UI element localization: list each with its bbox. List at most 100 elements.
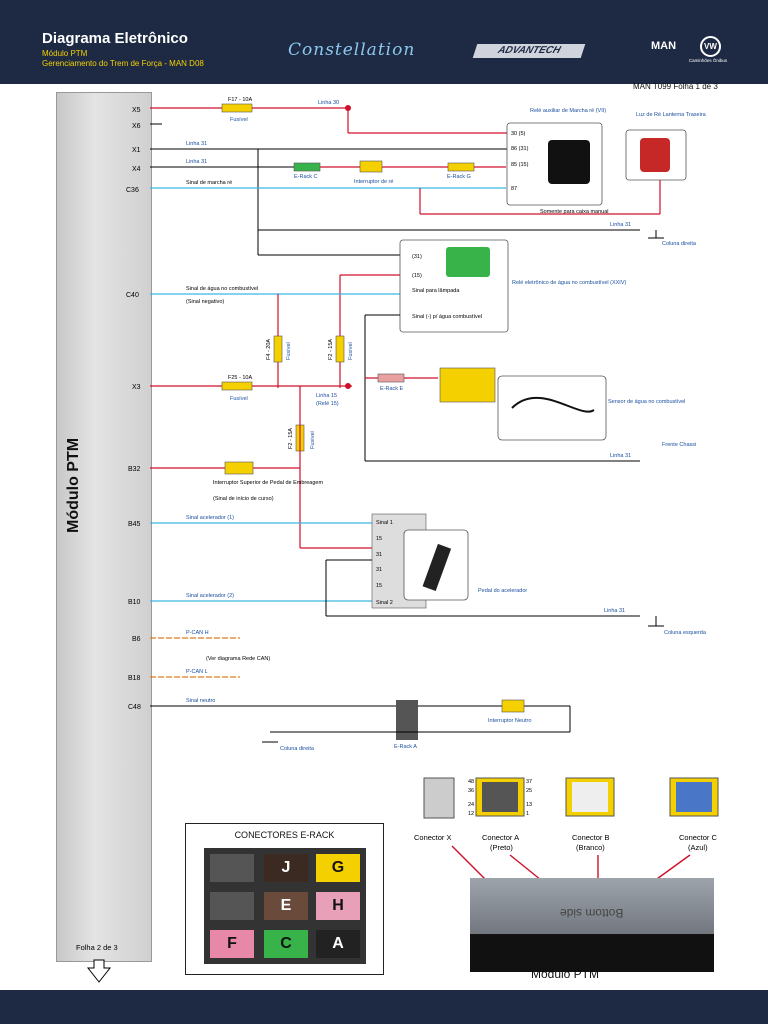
svg-text:F2 - 15A: F2 - 15A <box>288 428 294 449</box>
module-photo-label: Módulo PTM <box>530 967 600 981</box>
ground-label: Coluna direita <box>662 241 697 247</box>
fuse-label: Fusível <box>230 117 248 123</box>
erack-cell-e: E <box>264 892 308 920</box>
svg-text:24: 24 <box>468 802 474 808</box>
erack-cell-h: H <box>316 892 360 920</box>
svg-text:87: 87 <box>511 186 517 192</box>
svg-text:F2 - 15A: F2 - 15A <box>328 339 334 360</box>
erack-cell-g: G <box>316 854 360 882</box>
svg-text:48: 48 <box>468 779 474 785</box>
interruptor-re-label: Interruptor de ré <box>354 179 393 185</box>
pin-label: X6 <box>132 123 141 130</box>
wire-label: Sinal de marcha ré <box>186 180 232 186</box>
svg-text:P-CAN H: P-CAN H <box>186 630 209 636</box>
svg-text:13: 13 <box>526 802 532 808</box>
svg-text:(31): (31) <box>412 254 422 260</box>
pin-label: C40 <box>126 292 139 299</box>
reverse-light: Luz de Ré Lanterna Traseira <box>625 112 707 181</box>
relay-re-label: Relé auxiliar de Marcha ré (VII) <box>530 108 606 114</box>
svg-text:(15): (15) <box>412 273 422 279</box>
svg-text:(Relé 15): (Relé 15) <box>316 401 339 407</box>
svg-text:Fusível: Fusível <box>348 342 354 360</box>
pin-label: B45 <box>128 521 141 528</box>
footer-bar <box>0 990 768 1024</box>
svg-text:15: 15 <box>376 536 382 542</box>
wire-linha15: F25 - 10A Fusível Linha 15 (Relé 15) <box>150 375 352 548</box>
svg-text:F4 - 20A: F4 - 20A <box>266 339 272 360</box>
luz-re-label: Luz de Ré Lanterna Traseira <box>636 112 707 118</box>
svg-text:Coluna direita: Coluna direita <box>280 746 315 752</box>
sheet-reference: MAN T099 Folha 1 de 3 <box>633 82 718 91</box>
svg-text:Linha 31: Linha 31 <box>610 453 631 459</box>
page-title: Diagrama Eletrônico <box>42 30 188 47</box>
svg-text:Sinal 1: Sinal 1 <box>376 520 393 526</box>
svg-text:(Azul): (Azul) <box>688 843 708 852</box>
connector-x-label: Conector X <box>414 833 452 842</box>
connector-b-label: Conector B <box>572 833 610 842</box>
pin-label: C36 <box>126 187 139 194</box>
wire-label: (Sinal negativo) <box>186 299 224 305</box>
header-bar: Diagrama Eletrônico Módulo PTM Gerenciam… <box>0 0 768 84</box>
svg-text:Frente Chassi: Frente Chassi <box>662 442 696 448</box>
svg-text:Coluna esquerda: Coluna esquerda <box>664 630 707 636</box>
pin-label: B18 <box>128 675 141 682</box>
svg-text:1: 1 <box>526 811 529 817</box>
erack-connectors-box: CONECTORES E-RACK J G E H F C A <box>185 823 384 975</box>
down-arrow-icon <box>86 959 112 983</box>
water-relay-label: Relé eletrônico de água no combustível (… <box>512 280 627 286</box>
wire-linha31: Linha 31 Linha 31 Linha 31 Coluna direit… <box>150 141 697 256</box>
svg-text:31: 31 <box>376 552 382 558</box>
water-sensor: E-Rack E Sensor de água no combustível <box>365 367 685 441</box>
footer-sheet-ref: Folha 2 de 3 <box>76 943 118 952</box>
wire-label: Linha 31 <box>610 222 631 228</box>
bottom-side-text: Bottom side <box>560 906 624 920</box>
pin-label: B32 <box>128 466 141 473</box>
svg-text:86 (31): 86 (31) <box>511 146 529 152</box>
wire-b32: Interruptor Superior de Pedal de Embreag… <box>150 461 323 502</box>
pin-label: X5 <box>132 107 141 114</box>
pin-label: C48 <box>128 704 141 711</box>
svg-text:Interruptor Superior de Pedal: Interruptor Superior de Pedal de Embreag… <box>213 480 323 486</box>
connectors-row: 48 36 24 12 37 25 13 1 Conector X Conect… <box>414 777 719 887</box>
svg-text:Fusível: Fusível <box>310 431 316 449</box>
subtitle-module: Módulo PTM <box>42 49 88 58</box>
vw-logo: VW <box>700 36 721 57</box>
erack-cell-empty <box>210 854 254 882</box>
svg-text:(Preto): (Preto) <box>490 843 513 852</box>
svg-text:12: 12 <box>468 811 474 817</box>
wire-linha30: F17 - 10A Fusível Linha 30 <box>150 97 351 125</box>
svg-text:Sinal acelerador (1): Sinal acelerador (1) <box>186 515 234 521</box>
svg-text:Sinal acelerador (2): Sinal acelerador (2) <box>186 593 234 599</box>
connector-c-label: Conector C <box>679 833 718 842</box>
wire-neutro: Sinal neutro E-Rack A Interruptor Neutro… <box>150 698 571 752</box>
wire-label: Linha 31 <box>186 141 207 147</box>
erack-cell-c: C <box>264 930 308 958</box>
svg-text:E-Rack E: E-Rack E <box>380 386 404 392</box>
somente-label: Somente para caixa manual <box>540 209 608 215</box>
svg-text:Linha 15: Linha 15 <box>316 393 337 399</box>
svg-text:(Sinal de início de curso): (Sinal de início de curso) <box>213 496 274 502</box>
svg-text:15: 15 <box>376 583 382 589</box>
pin-label: X4 <box>132 166 141 173</box>
vw-subtitle: Caminhões Ônibus <box>688 58 728 63</box>
pin-label: X1 <box>132 147 141 154</box>
svg-text:Sinal (-) p/ água combustível: Sinal (-) p/ água combustível <box>412 314 482 320</box>
ptm-module-block: Módulo PTM <box>56 92 152 962</box>
pin-label: B10 <box>128 599 141 606</box>
vertical-fuses: F4 - 20A Fusível F2 - 15A Fusível F2 - 1… <box>266 335 354 452</box>
svg-text:Interruptor Neutro: Interruptor Neutro <box>488 718 531 724</box>
ptm-module-photo: Bottom side <box>470 878 714 972</box>
svg-text:30 (5): 30 (5) <box>511 131 526 137</box>
wire-label: Linha 31 <box>186 159 207 165</box>
brand-logo: Constellation <box>288 40 416 60</box>
svg-text:25: 25 <box>526 788 532 794</box>
erack-grid: J G E H F C A <box>204 848 366 964</box>
wire-marcha-re: E-Rack C Interruptor de ré E-Rack G Sina… <box>150 108 661 215</box>
svg-text:F25 - 10A: F25 - 10A <box>228 375 252 381</box>
connector-a-label: Conector A <box>482 833 519 842</box>
svg-text:P-CAN L: P-CAN L <box>186 669 208 675</box>
svg-text:(Ver diagrama Rede CAN): (Ver diagrama Rede CAN) <box>206 656 270 662</box>
pin-label: B6 <box>132 636 141 643</box>
erack-cell-a: A <box>316 930 360 958</box>
